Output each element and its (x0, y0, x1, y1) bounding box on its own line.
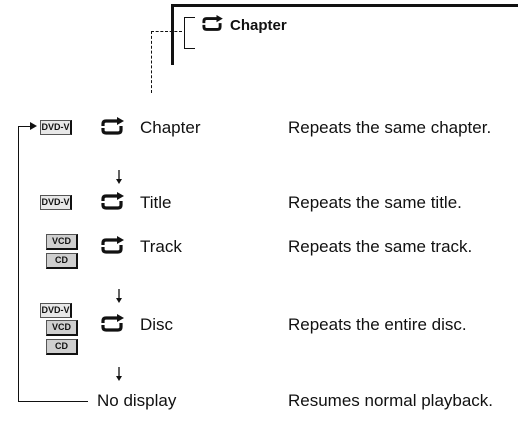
loop-line-top (18, 126, 32, 127)
repeat-icon (202, 15, 223, 31)
down-arrow-icon (116, 367, 122, 381)
display-bracket (184, 17, 195, 49)
badge-vcd: VCD (46, 320, 78, 336)
badge-dvd-video: DVD-V (40, 120, 72, 135)
mode-disc: Disc (140, 315, 174, 334)
mode-track: Track (140, 237, 182, 256)
badge-vcd: VCD (46, 234, 78, 250)
description-no-display: Resumes normal playback. (288, 391, 494, 410)
loop-line (18, 126, 19, 402)
down-arrow-icon (116, 170, 122, 184)
display-frame (171, 4, 518, 65)
repeat-icon (101, 236, 124, 254)
repeat-icon (101, 192, 124, 210)
leader-line-horizontal (151, 31, 182, 32)
repeat-icon (101, 314, 124, 332)
loop-line-bottom (18, 401, 88, 402)
loop-arrow-head (30, 122, 37, 130)
badge-cd: CD (46, 339, 78, 355)
badge-dvd-video: DVD-V (40, 303, 72, 318)
repeat-icon (101, 117, 124, 135)
leader-line-vertical (151, 31, 152, 93)
description-track: Repeats the same track. (288, 237, 473, 256)
description-disc: Repeats the entire disc. (288, 315, 467, 334)
display-label: Chapter (230, 17, 287, 34)
badge-cd: CD (46, 253, 78, 269)
mode-title: Title (140, 193, 172, 212)
description-chapter: Repeats the same chapter. (288, 118, 492, 137)
down-arrow-icon (116, 289, 122, 303)
mode-chapter: Chapter (140, 118, 201, 137)
display-indicator: Chapter (198, 15, 287, 34)
mode-no-display: No display (97, 391, 177, 410)
badge-dvd-video: DVD-V (40, 195, 72, 210)
description-title: Repeats the same title. (288, 193, 462, 212)
